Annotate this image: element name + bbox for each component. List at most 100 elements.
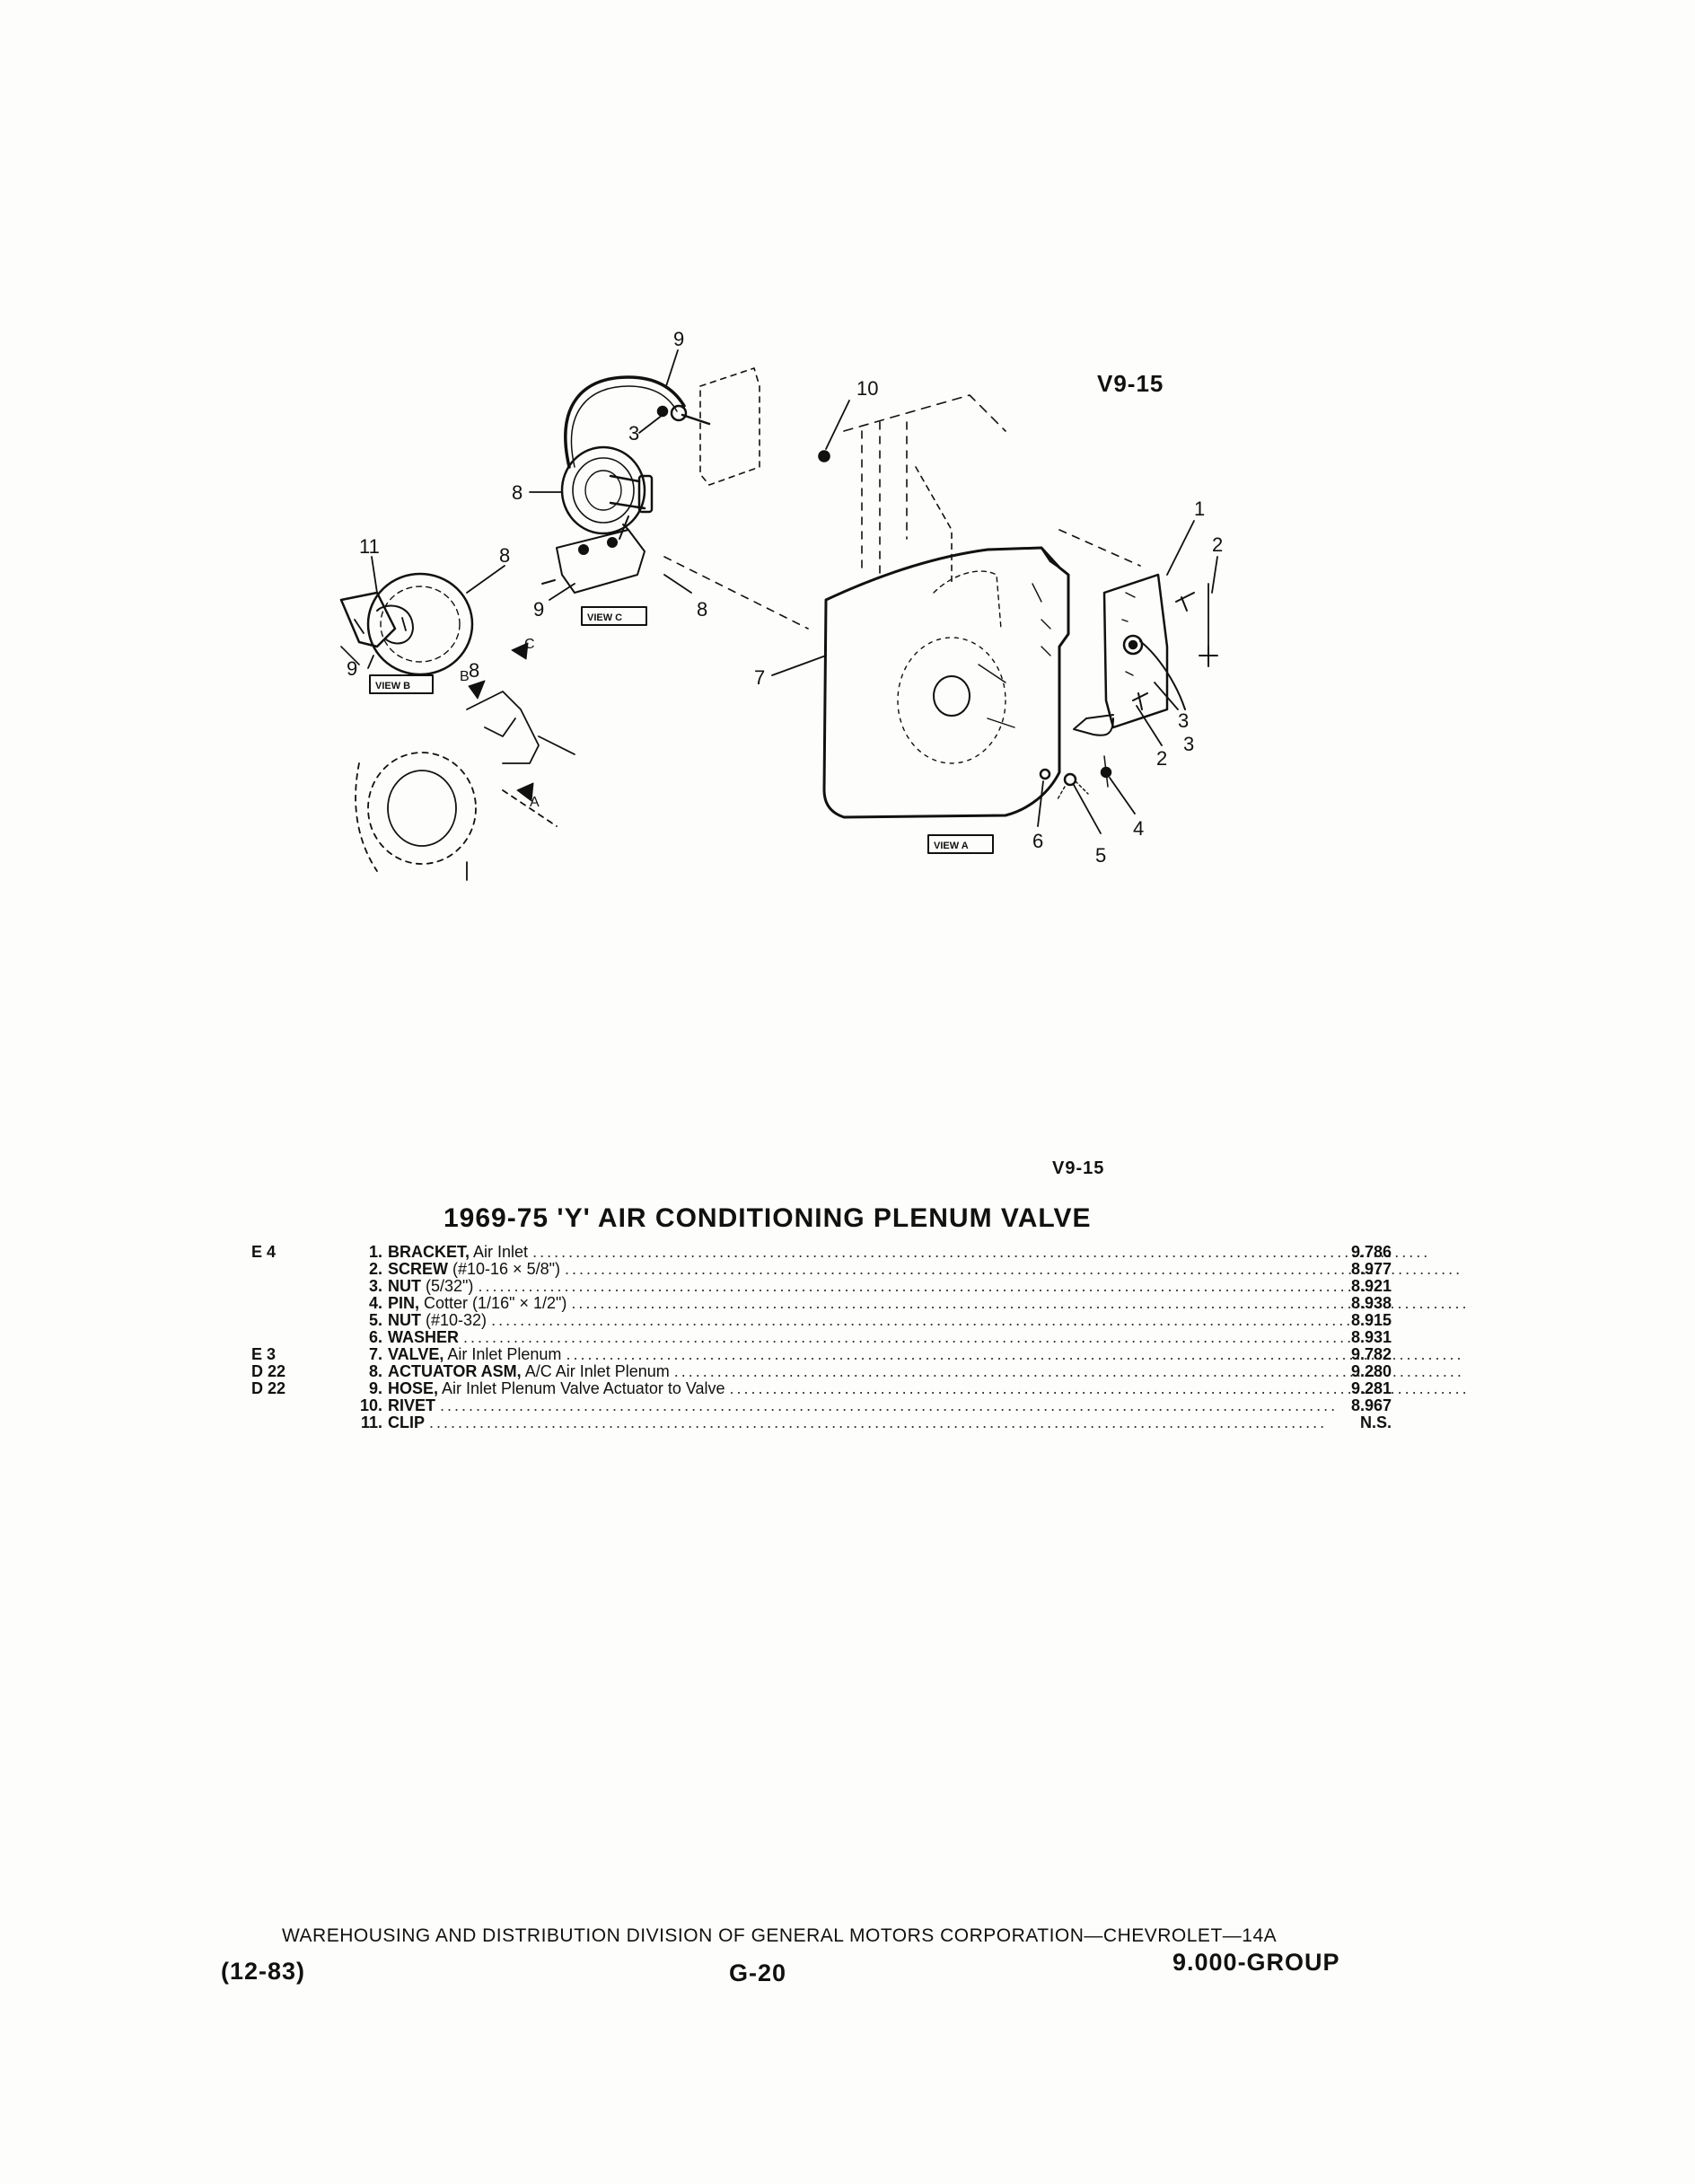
group-number: 8.967 bbox=[1350, 1396, 1392, 1414]
callout: 4 bbox=[1133, 817, 1144, 840]
callout-numbers: 9 10 3 8 11 8 8 9 9 8 7 1 2 3 2 3 6 5 4 bbox=[347, 328, 1223, 867]
callout: 10 bbox=[856, 377, 878, 400]
parts-list-row: 5. NUT (#10-32) ........................… bbox=[251, 1312, 1392, 1329]
parts-list-row: 4. PIN, Cotter (1/16" × 1/2") ..........… bbox=[251, 1295, 1465, 1312]
group-number: 9.786 bbox=[1350, 1243, 1392, 1261]
callout: 11 bbox=[359, 535, 380, 558]
parts-list-row: D 22 9. HOSE, Air Inlet Plenum Valve Act… bbox=[251, 1379, 1465, 1397]
callout: 8 bbox=[512, 481, 523, 504]
dot-leader: ........................................… bbox=[566, 1346, 1464, 1363]
item-number: 1. bbox=[368, 1243, 382, 1261]
dot-leader: ........................................… bbox=[673, 1363, 1465, 1380]
callout: 8 bbox=[499, 544, 510, 567]
group-number: 9.281 bbox=[1350, 1379, 1392, 1397]
item-description: VALVE, Air Inlet Plenum ................… bbox=[388, 1346, 1465, 1363]
item-name: BRACKET, bbox=[388, 1244, 470, 1261]
section-code: V9-15 bbox=[1052, 1158, 1105, 1178]
item-description: PIN, Cotter (1/16" × 1/2") .............… bbox=[388, 1295, 1465, 1312]
view-b-detail-drawing bbox=[339, 572, 474, 676]
dot-leader: ........................................… bbox=[478, 1278, 1376, 1295]
footer-division: WAREHOUSING AND DISTRIBUTION DIVISION OF… bbox=[282, 1925, 1278, 1946]
callout: 2 bbox=[1156, 747, 1167, 770]
leader-lines bbox=[367, 349, 1218, 834]
view-tag-label: VIEW A bbox=[934, 841, 969, 851]
grid-ref: E 4 bbox=[251, 1243, 277, 1261]
figure-code: V9-15 bbox=[1097, 370, 1164, 397]
section-marker: A bbox=[530, 795, 540, 810]
callout: 2 bbox=[1212, 533, 1223, 556]
group-number: 8.977 bbox=[1350, 1260, 1392, 1278]
inlet-bracket-drawing bbox=[1039, 573, 1218, 800]
plenum-valve-drawing bbox=[822, 546, 1070, 819]
dot-leader: ........................................… bbox=[463, 1329, 1362, 1346]
dot-leader: ........................................… bbox=[729, 1380, 1465, 1397]
footer-date: (12-83) bbox=[221, 1958, 306, 1985]
group-number: 8.915 bbox=[1350, 1311, 1392, 1329]
parts-list-row: 11. CLIP ...............................… bbox=[251, 1414, 1392, 1431]
view-tag-b: VIEW B bbox=[369, 674, 434, 694]
item-description: NUT (5/32") ............................… bbox=[388, 1278, 1465, 1295]
dot-leader: ........................................… bbox=[491, 1312, 1390, 1329]
footer-group: 9.000-GROUP bbox=[1172, 1949, 1340, 1976]
view-tag-label: VIEW C bbox=[587, 612, 622, 623]
grid-ref: D 22 bbox=[251, 1362, 286, 1380]
group-number: 8.921 bbox=[1350, 1277, 1392, 1295]
item-name: HOSE, bbox=[388, 1380, 439, 1397]
item-number: 11. bbox=[360, 1413, 382, 1431]
item-description: WASHER .................................… bbox=[388, 1329, 1465, 1346]
footer-page-number: G-20 bbox=[729, 1959, 787, 1986]
item-detail: Cotter (1/16" × 1/2") bbox=[424, 1295, 567, 1312]
callout: 9 bbox=[347, 657, 357, 680]
view-tag-c: VIEW C bbox=[581, 606, 647, 626]
parts-list-row: D 22 8. ACTUATOR ASM, A/C Air Inlet Plen… bbox=[251, 1362, 1465, 1380]
grid-ref: D 22 bbox=[251, 1379, 286, 1397]
callout: 8 bbox=[697, 598, 707, 621]
exploded-parts-diagram: 9 10 3 8 11 8 8 9 9 8 7 1 2 3 2 3 6 5 4 … bbox=[339, 328, 1223, 881]
callout: 7 bbox=[754, 666, 765, 689]
callout: 9 bbox=[673, 328, 684, 350]
bracket-frame-drawing bbox=[663, 367, 1141, 630]
item-number: 7. bbox=[368, 1345, 382, 1363]
grid-ref: E 3 bbox=[251, 1345, 277, 1363]
item-detail: Air Inlet Plenum bbox=[447, 1346, 562, 1363]
parts-list-row: 3. NUT (5/32") .........................… bbox=[251, 1278, 1392, 1295]
item-number: 10. bbox=[359, 1396, 382, 1414]
section-arrow-markers bbox=[468, 642, 534, 802]
section-title: 1969-75 'Y' AIR CONDITIONING PLENUM VALV… bbox=[444, 1203, 1092, 1233]
parts-list-row: 6. WASHER ..............................… bbox=[251, 1329, 1392, 1346]
item-name: NUT bbox=[388, 1312, 421, 1329]
item-number: 2. bbox=[368, 1260, 382, 1278]
parts-list: E 4 1. BRACKET, Air Inlet ..............… bbox=[251, 1243, 1465, 1431]
callout: 3 bbox=[1178, 709, 1189, 732]
section-marker-letters: C B A bbox=[460, 637, 540, 810]
callout: 9 bbox=[533, 598, 544, 621]
view-c-detail-drawing bbox=[541, 515, 646, 594]
item-number: 9. bbox=[368, 1379, 382, 1397]
group-number: 9.280 bbox=[1350, 1362, 1392, 1380]
callout: 3 bbox=[1183, 733, 1194, 755]
item-description: BRACKET, Air Inlet .....................… bbox=[388, 1244, 1465, 1261]
dot-leader: ........................................… bbox=[571, 1295, 1465, 1312]
item-detail: (#10-16 × 5/8") bbox=[452, 1261, 560, 1278]
item-name: WASHER bbox=[388, 1329, 460, 1346]
actuator-upper-drawing bbox=[560, 375, 711, 535]
view-tag-label: VIEW B bbox=[375, 681, 410, 691]
section-marker: B bbox=[460, 669, 470, 684]
callout: 5 bbox=[1095, 844, 1106, 867]
dot-leader: ........................................… bbox=[532, 1244, 1431, 1261]
callout: 6 bbox=[1032, 830, 1043, 852]
item-number: 8. bbox=[368, 1362, 382, 1380]
view-tag-a: VIEW A bbox=[927, 834, 994, 854]
group-number: 8.931 bbox=[1350, 1328, 1392, 1346]
item-name: RIVET bbox=[388, 1397, 436, 1414]
item-detail: (5/32") bbox=[426, 1278, 474, 1295]
item-description: CLIP ...................................… bbox=[388, 1414, 1465, 1431]
parts-list-row: E 3 7. VALVE, Air Inlet Plenum .........… bbox=[251, 1345, 1462, 1363]
item-name: VALVE, bbox=[388, 1346, 444, 1363]
section-marker: C bbox=[524, 637, 535, 652]
item-detail: Air Inlet bbox=[473, 1244, 529, 1261]
item-name: SCREW bbox=[388, 1261, 448, 1278]
item-name: NUT bbox=[388, 1278, 421, 1295]
item-description: RIVET ..................................… bbox=[388, 1397, 1465, 1414]
item-name: CLIP bbox=[388, 1414, 426, 1431]
